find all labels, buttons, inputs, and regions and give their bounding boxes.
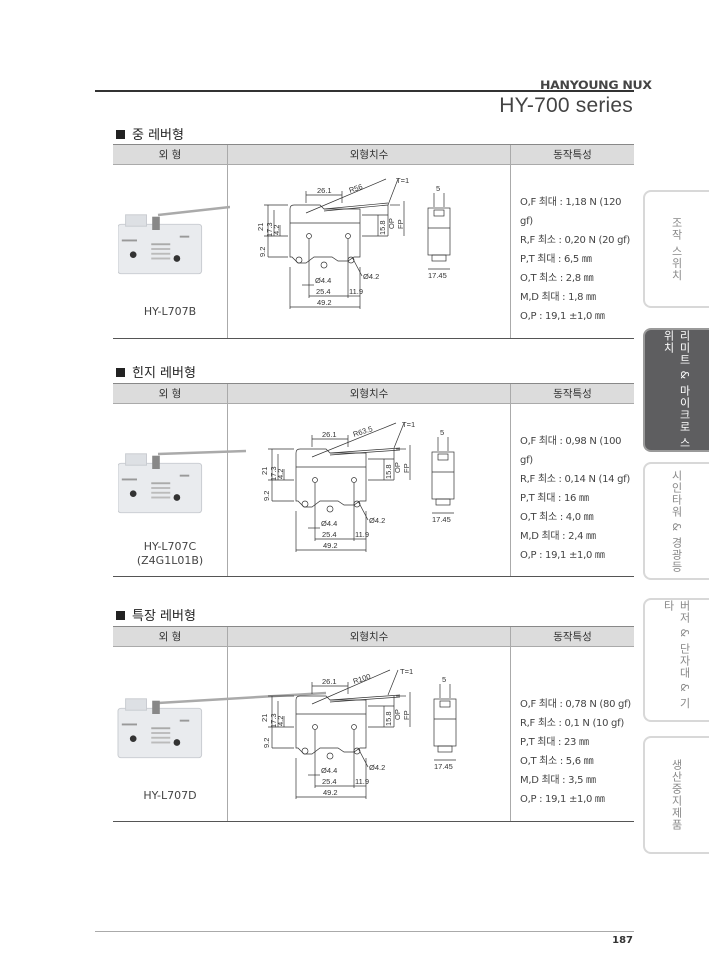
svg-text:17.3: 17.3 [269, 466, 278, 481]
svg-text:Ø4.4: Ø4.4 [321, 766, 337, 775]
svg-text:17.45: 17.45 [432, 515, 451, 524]
svg-text:9.2: 9.2 [262, 738, 271, 748]
characteristics-list: O,F 최대 : 1,18 N (120 gf) R,F 최소 : 0,20 N… [520, 197, 630, 322]
svg-text:49.2: 49.2 [323, 788, 338, 797]
svg-text:15.8: 15.8 [384, 711, 393, 726]
characteristics-list: O,F 최대 : 0,98 N (100 gf) R,F 최소 : 0,14 N… [520, 436, 630, 561]
svg-text:Ø4.4: Ø4.4 [321, 519, 337, 528]
svg-text:5: 5 [436, 184, 440, 193]
characteristics-cell: O,F 최대 : 0,98 N (100 gf) R,F 최소 : 0,14 N… [510, 403, 634, 577]
header-appearance: 외 형 [113, 383, 228, 404]
tab-limit-micro-switch[interactable]: 리미트 & 마이크로 스위치 [643, 328, 709, 452]
svg-text:26.1: 26.1 [317, 186, 332, 195]
svg-text:Ø4.2: Ø4.2 [363, 272, 379, 281]
dimension-drawing: 26.1 R56 T=1 5 21 17.3 4.2 9.2 15.8 OP F… [256, 176, 451, 309]
appearance-cell: HY-L707C (Z4G1L01B) [113, 403, 247, 577]
svg-text:49.2: 49.2 [323, 541, 338, 550]
svg-text:17.45: 17.45 [434, 762, 453, 771]
dimension-drawing-cell: 26.1 R100 T=1 5 21 17.3 4.2 9.2 15.8 OP … [227, 646, 511, 822]
svg-text:11.9: 11.9 [355, 777, 369, 786]
svg-text:T=1: T=1 [396, 176, 409, 185]
svg-text:25.4: 25.4 [322, 530, 337, 539]
header-rule [95, 90, 634, 92]
svg-text:4.2: 4.2 [276, 469, 285, 479]
header-characteristics: 동작특성 [510, 144, 634, 165]
tab-discontinued[interactable]: 생산중지제품 [643, 736, 709, 854]
svg-text:OP: OP [387, 218, 396, 229]
dimension-drawing: 26.1 R100 T=1 5 21 17.3 4.2 9.2 15.8 OP … [260, 667, 457, 799]
section-title-special-lever: 특장 레버형 [116, 605, 196, 624]
tab-signal-tower[interactable]: 시인타워 & 경광등 [643, 462, 709, 580]
characteristics-list: O,F 최대 : 0,78 N (80 gf) R,F 최소 : 0,1 N (… [520, 699, 631, 805]
footer-rule [95, 931, 634, 932]
svg-text:FP: FP [396, 219, 405, 229]
svg-text:Ø4.2: Ø4.2 [369, 516, 385, 525]
svg-text:26.1: 26.1 [322, 677, 337, 686]
model-label: HY-L707C (Z4G1L01B) [136, 540, 204, 567]
bullet-square-icon [116, 130, 125, 139]
svg-text:21: 21 [256, 223, 265, 231]
svg-text:R56: R56 [348, 182, 364, 195]
svg-text:OP: OP [393, 709, 402, 720]
svg-text:5: 5 [442, 675, 446, 684]
svg-text:4.2: 4.2 [276, 716, 285, 726]
svg-text:Ø4.4: Ø4.4 [315, 276, 331, 285]
svg-text:26.1: 26.1 [322, 430, 337, 439]
svg-text:17.3: 17.3 [265, 222, 274, 237]
tab-operation-switch[interactable]: 조작 스위치 [643, 190, 709, 308]
svg-text:11.9: 11.9 [355, 530, 369, 539]
page-number: 187 [612, 935, 633, 946]
header-dimensions: 외형치수 [227, 626, 511, 647]
header-appearance: 외 형 [113, 626, 228, 647]
brand-logo: HANYOUNG NUX [540, 77, 652, 92]
svg-text:FP: FP [402, 710, 411, 720]
tab-buzzer-terminal[interactable]: 버저 & 단자대 & 기타 [643, 598, 709, 722]
spec-table-heavy-lever: 외 형 외형치수 동작특성 HY-L707B [113, 144, 634, 339]
svg-text:17.3: 17.3 [269, 713, 278, 728]
section-title-hinge-lever: 힌지 레버형 [116, 362, 196, 381]
header-characteristics: 동작특성 [510, 626, 634, 647]
svg-text:T=1: T=1 [402, 420, 415, 429]
section-title-heavy-lever: 중 레버형 [116, 124, 184, 143]
svg-text:15.8: 15.8 [378, 220, 387, 235]
svg-text:49.2: 49.2 [317, 298, 332, 307]
svg-text:Ø4.2: Ø4.2 [369, 763, 385, 772]
svg-text:9.2: 9.2 [262, 491, 271, 501]
dimension-drawing: 26.1 R63.5 T=1 5 21 17.3 4.2 9.2 15.8 OP… [260, 420, 455, 552]
dimension-drawing-cell: 26.1 R63.5 T=1 5 21 17.3 4.2 9.2 15.8 OP… [227, 403, 511, 577]
appearance-cell: HY-L707D [113, 646, 327, 822]
characteristics-cell: O,F 최대 : 1,18 N (120 gf) R,F 최소 : 0,20 N… [510, 164, 634, 339]
header-appearance: 외 형 [113, 144, 228, 165]
svg-text:4.2: 4.2 [272, 225, 281, 235]
bullet-square-icon [116, 368, 125, 377]
model-label: HY-L707D [143, 789, 197, 802]
svg-text:R100: R100 [352, 672, 372, 686]
dimension-drawing-cell: 26.1 R56 T=1 5 21 17.3 4.2 9.2 15.8 OP F… [227, 164, 511, 339]
product-photo [118, 205, 230, 275]
svg-text:21: 21 [260, 714, 269, 722]
bullet-square-icon [116, 611, 125, 620]
svg-text:17.45: 17.45 [428, 271, 447, 280]
svg-text:11.9: 11.9 [349, 287, 363, 296]
svg-text:OP: OP [393, 462, 402, 473]
series-title: HY-700 series [499, 94, 633, 117]
svg-text:25.4: 25.4 [322, 777, 337, 786]
svg-text:21: 21 [260, 467, 269, 475]
header-characteristics: 동작특성 [510, 383, 634, 404]
svg-text:5: 5 [440, 428, 444, 437]
appearance-cell: HY-L707B [113, 164, 230, 339]
svg-text:9.2: 9.2 [258, 247, 267, 257]
header-dimensions: 외형치수 [227, 144, 511, 165]
characteristics-cell: O,F 최대 : 0,78 N (80 gf) R,F 최소 : 0,1 N (… [510, 646, 634, 822]
svg-text:25.4: 25.4 [316, 287, 331, 296]
svg-text:FP: FP [402, 463, 411, 473]
spec-table-hinge-lever: 외 형 외형치수 동작특성 HY-L707C (Z4G1L01B) [113, 383, 634, 577]
svg-text:15.8: 15.8 [384, 464, 393, 479]
svg-text:T=1: T=1 [400, 667, 413, 676]
header-dimensions: 외형치수 [227, 383, 511, 404]
spec-table-special-lever: 외 형 외형치수 동작특성 HY-L707D [113, 626, 634, 822]
model-label: HY-L707B [143, 305, 197, 318]
